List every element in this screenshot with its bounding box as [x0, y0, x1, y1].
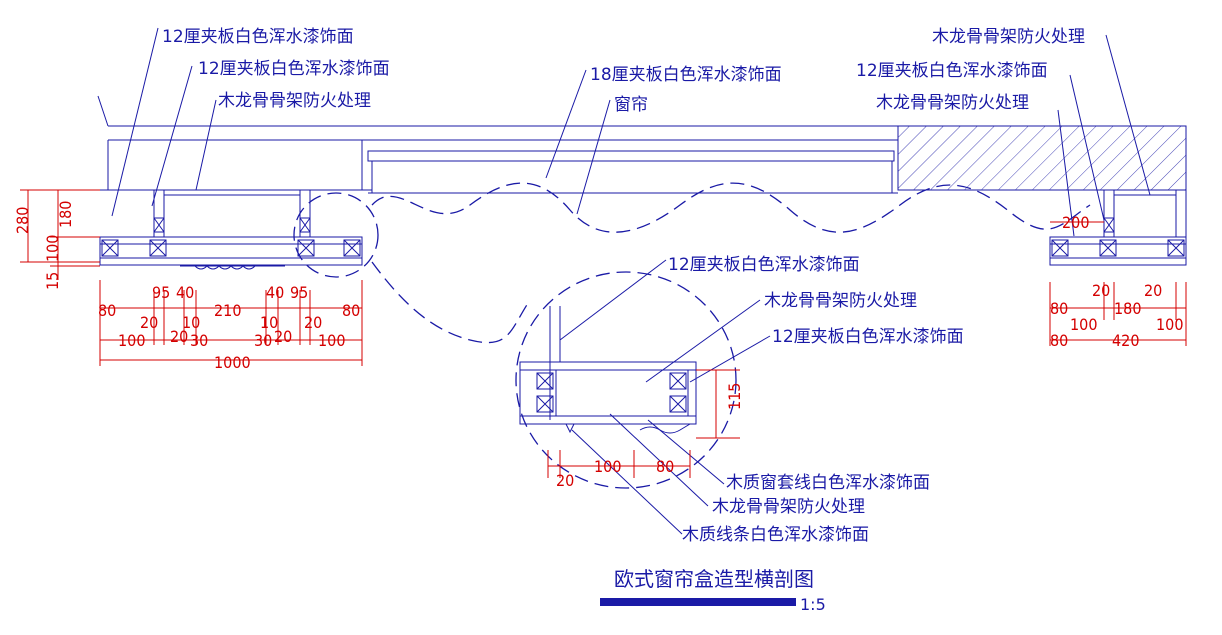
label-right-frame-top: 木龙骨骨架防火处理 [932, 27, 1085, 47]
material-labels: 12厘夹板白色浑水漆饰面 12厘夹板白色浑水漆饰面 木龙骨骨架防火处理 18厘夹… [162, 27, 1085, 545]
dim-right-20b: 20 [1144, 281, 1162, 300]
label-detail-board-side: 12厘夹板白色浑水漆饰面 [772, 327, 964, 347]
drawing-title-block: 欧式窗帘盒造型横剖图 1:5 [600, 567, 826, 614]
dim-left-10a: 10 [182, 313, 200, 332]
curtain-wave [371, 182, 1091, 233]
dim-right-100b: 100 [1156, 315, 1183, 334]
dim-left-40a: 40 [176, 283, 194, 302]
dim-left-1000: 1000 [214, 353, 251, 372]
concrete-hatch-area [897, 125, 1187, 191]
dim-15: 15 [43, 272, 62, 290]
dim-left-30b: 30 [254, 331, 272, 350]
dim-left-80a: 80 [98, 301, 116, 320]
label-right-board: 12厘夹板白色浑水漆饰面 [856, 61, 1048, 81]
label-center-top: 18厘夹板白色浑水漆饰面 [590, 65, 782, 85]
dim-left-80b: 80 [342, 301, 360, 320]
callout-connector [371, 261, 531, 344]
label-detail-moulding: 木质线条白色浑水漆饰面 [682, 525, 869, 545]
dim-right-100a: 100 [1070, 315, 1097, 334]
label-detail-board-top: 12厘夹板白色浑水漆饰面 [668, 255, 860, 275]
dim-100: 100 [43, 235, 62, 262]
dim-right-420: 420 [1112, 331, 1139, 350]
dim-left-40b: 40 [266, 283, 284, 302]
dim-left-20d: 20 [274, 327, 292, 346]
label-detail-window-trim: 木质窗套线白色浑水漆饰面 [726, 473, 930, 493]
dim-left-30a: 30 [190, 331, 208, 350]
dimensions-right: 200 80 20 180 20 100 100 80 420 [1049, 213, 1187, 350]
label-detail-frame: 木龙骨骨架防火处理 [764, 291, 917, 311]
dim-left-10b: 10 [260, 313, 278, 332]
drawing-title: 欧式窗帘盒造型横剖图 [614, 567, 814, 591]
label-left-top: 12厘夹板白色浑水漆饰面 [162, 27, 354, 47]
left-curtain-box [99, 189, 363, 270]
dim-left-20c: 20 [170, 327, 188, 346]
dim-left-20a: 20 [140, 313, 158, 332]
dim-280: 280 [13, 207, 32, 234]
callout-circle-small [293, 192, 379, 278]
right-curtain-box [1049, 189, 1187, 266]
title-underline [600, 598, 796, 606]
leader-lines [111, 27, 1151, 535]
dim-left-210: 210 [214, 301, 241, 320]
dim-left-95a: 95 [152, 283, 170, 302]
enlarged-detail [519, 306, 697, 434]
label-left-frame: 木龙骨骨架防火处理 [218, 91, 371, 111]
label-detail-frame-bottom: 木龙骨骨架防火处理 [712, 497, 865, 517]
label-right-frame: 木龙骨骨架防火处理 [876, 93, 1029, 113]
dim-detail-80: 80 [656, 457, 674, 476]
dim-detail-115: 115 [725, 383, 744, 410]
drawing-scale: 1:5 [800, 595, 826, 614]
dim-left-20b: 20 [304, 313, 322, 332]
dim-180: 180 [56, 201, 75, 228]
dim-right-80b: 80 [1050, 331, 1068, 350]
dim-left-95b: 95 [290, 283, 308, 302]
dim-right-20a: 20 [1092, 281, 1110, 300]
dim-detail-100: 100 [594, 457, 621, 476]
dimensions-left-vertical: 280 180 100 15 [13, 189, 100, 290]
dimensions-left-horizontal: 80 95 40 210 40 95 80 20 10 10 20 100 20… [98, 280, 363, 372]
label-center-curtain: 窗帘 [614, 95, 648, 115]
dim-right-180: 180 [1114, 299, 1141, 318]
callout-circle-large [515, 271, 737, 489]
dim-right-200: 200 [1062, 213, 1089, 232]
dim-detail-20: 20 [556, 471, 574, 490]
dimensions-detail: 115 100 80 20 [547, 369, 744, 490]
dim-left-100a: 100 [118, 331, 145, 350]
label-left-second: 12厘夹板白色浑水漆饰面 [198, 59, 390, 79]
dim-right-80a: 80 [1050, 299, 1068, 318]
dim-left-100b: 100 [318, 331, 345, 350]
